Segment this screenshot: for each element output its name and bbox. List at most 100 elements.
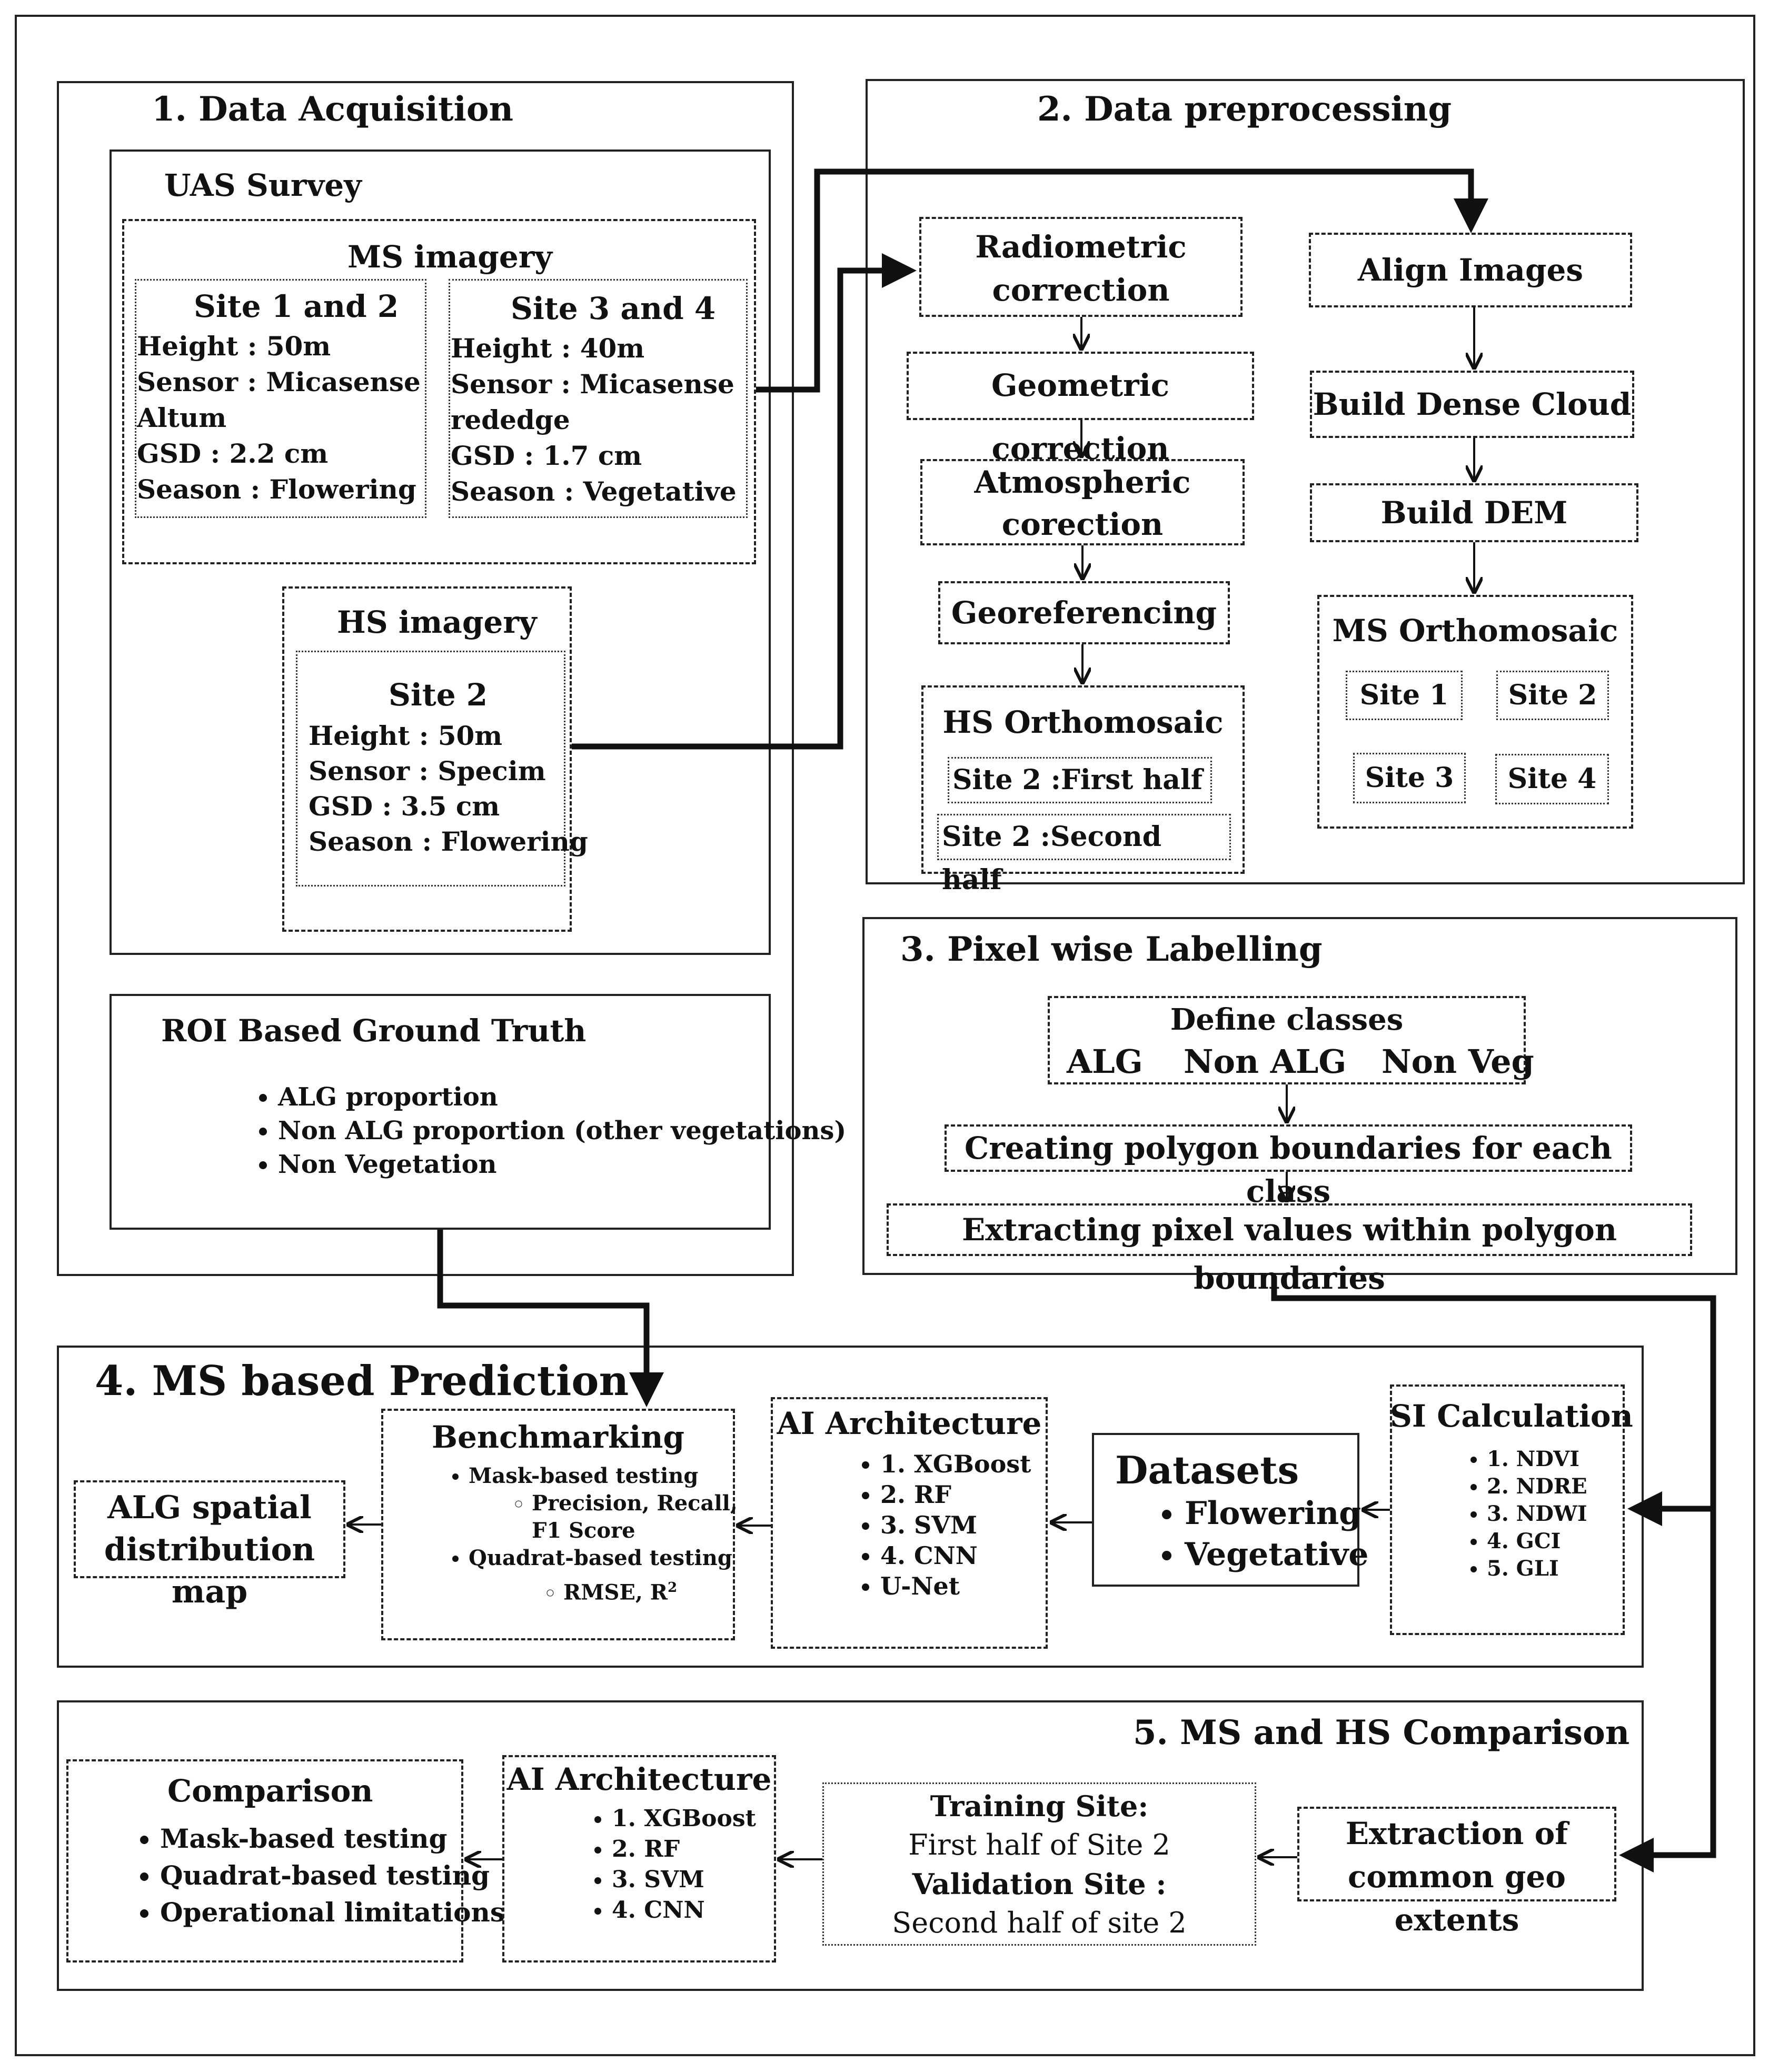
list-item: 4. CNN [880, 1540, 1031, 1571]
build-dem-box: Build DEM [1310, 483, 1638, 542]
comparison-title: Comparison [167, 1773, 373, 1809]
outer-frame [15, 15, 1755, 2056]
list-item: Operational limitations [160, 1894, 505, 1931]
site-3-4-title: Site 3 and 4 [511, 291, 716, 326]
ms-site-3-box: Site 3 [1353, 753, 1466, 803]
benchmarking-title: Benchmarking [431, 1419, 685, 1455]
bench-quad-label: Quadrat-based testing [469, 1546, 732, 1570]
si-calculation-title: SI Calculation [1390, 1398, 1633, 1434]
site-1-2-line: Height : 50m [137, 331, 331, 362]
training-validation-box [822, 1782, 1256, 1946]
alg-spatial-map-box: ALG spatial distribution map [74, 1480, 345, 1610]
alg-map-line: distribution map [104, 1531, 315, 1610]
site-1-2-line: Season : Flowering [137, 474, 416, 505]
hs-site-2-details: Height : 50m Sensor : Specim GSD : 3.5 c… [309, 718, 588, 859]
hs-site-2-box [296, 651, 565, 886]
radiometric-correction-box: Radiometric correction [919, 217, 1243, 317]
bench-quad-sub: RMSE, R [563, 1580, 668, 1605]
ai-architecture-box-4 [771, 1397, 1048, 1649]
bench-quad-sup: 2 [668, 1580, 678, 1596]
list-item: 1. NDVI [1487, 1446, 1587, 1473]
list-item: Vegetative [1185, 1534, 1368, 1575]
section-3-pixel-labelling [862, 917, 1737, 1275]
list-item: Non Vegetation [278, 1148, 846, 1181]
ms-site-2-box: Site 2 [1496, 671, 1609, 720]
atmospheric-correction-box: Atmospheric corection [920, 459, 1245, 545]
extracting-pixel-box: Extracting pixel values within polygon b… [887, 1203, 1692, 1296]
datasets-list: Flowering Vegetative [1185, 1493, 1368, 1575]
align-images-box: Align Images [1309, 233, 1632, 307]
roi-ground-truth-title: ROI Based Ground Truth [161, 1013, 587, 1049]
list-item: 1. XGBoost [612, 1804, 756, 1834]
list-item: Non ALG proportion (other vegetations) [278, 1114, 846, 1148]
site-1-2-line: Sensor : Micasense [137, 366, 421, 397]
list-item: Precision, Recall, F1 Score [532, 1490, 738, 1545]
ms-orthomosaic-box [1317, 595, 1633, 829]
validation-site-label: Validation Site : [912, 1867, 1167, 1901]
hs-orthomosaic-title: HS Orthomosaic [942, 704, 1224, 740]
roi-ground-truth-box [110, 994, 771, 1230]
list-item: Quadrat-based testing [160, 1857, 505, 1894]
hs-imagery-title: HS imagery [337, 604, 537, 640]
datasets-title: Datasets [1115, 1448, 1299, 1492]
ai-architecture-box-5 [502, 1755, 776, 1963]
georeferencing-box: Georeferencing [938, 581, 1230, 644]
training-site-label: Training Site: [930, 1789, 1149, 1823]
uas-survey-title: UAS Survey [164, 167, 362, 203]
extraction-geo-extents-box: Extraction of common geo extents [1297, 1807, 1616, 1938]
site-3-4-line: Season : Vegetative [451, 476, 737, 507]
list-item: 3. SVM [612, 1865, 756, 1895]
site-1-2-line: GSD : 2.2 cm [137, 438, 329, 469]
comparison-list: Mask-based testing Quadrat-based testing… [160, 1820, 505, 1931]
extraction-line: common geo extents [1348, 1859, 1566, 1938]
ms-site-4-box: Site 4 [1495, 754, 1609, 804]
hs-site-2-line: Height : 50m [309, 720, 503, 751]
training-site-value: First half of Site 2 [908, 1828, 1170, 1861]
list-item: Mask-based testing [160, 1820, 505, 1857]
section-1-title: 1. Data Acquisition [152, 89, 514, 129]
atmospheric-line: Atmospheric [974, 464, 1191, 500]
section-5-title: 5. MS and HS Comparison [1133, 1713, 1630, 1752]
list-item: 5. GLI [1487, 1555, 1587, 1582]
site-1-2-line: Altum [137, 402, 227, 433]
benchmarking-box [381, 1409, 735, 1640]
hs-site-2-line: GSD : 3.5 cm [309, 791, 500, 822]
list-item: Flowering [1185, 1493, 1368, 1534]
site-1-2-title: Site 1 and 2 [194, 288, 399, 324]
alg-map-line: ALG spatial [107, 1489, 312, 1526]
define-classes-title: Define classes [1170, 1002, 1404, 1037]
hs-site-2-second-half: Site 2 :Second half [937, 814, 1231, 896]
bench-mask-sub-line: Precision, Recall, [532, 1491, 738, 1516]
list-item: 1. XGBoost [880, 1449, 1031, 1479]
radiometric-line: Radiometric [975, 229, 1187, 265]
section-3-title: 3. Pixel wise Labelling [900, 930, 1323, 969]
list-item: Mask-based testing Precision, Recall, F1… [469, 1462, 738, 1545]
list-item: U-Net [880, 1571, 1031, 1601]
hs-site-2-first-half: Site 2 :First half [948, 757, 1212, 803]
creating-polygon-box: Creating polygon boundaries for each cla… [945, 1124, 1632, 1209]
site-3-4-details: Height : 40m Sensor : Micasense rededge … [451, 331, 737, 510]
section-4-title: 4. MS based Prediction [95, 1357, 629, 1405]
ai-architecture-title-4: AI Architecture [777, 1406, 1042, 1441]
list-item: 3. SVM [880, 1510, 1031, 1540]
ms-orthomosaic-title: MS Orthomosaic [1332, 613, 1618, 649]
define-classes-box [1048, 996, 1526, 1084]
comparison-box [66, 1759, 463, 1963]
ms-imagery-title: MS imagery [347, 239, 552, 275]
training-validation-text: Training Site: First half of Site 2 Vali… [822, 1787, 1256, 1942]
hs-orthomosaic-box [921, 685, 1245, 874]
site-3-4-line: Sensor : Micasense [451, 368, 734, 400]
validation-site-value: Second half of site 2 [892, 1906, 1187, 1939]
site-1-2-box [135, 279, 426, 518]
hs-site-2-line: Sensor : Specim [309, 755, 546, 786]
hs-site-2-line: Season : Flowering [309, 826, 588, 857]
benchmarking-list: Mask-based testing Precision, Recall, F1… [469, 1462, 738, 1606]
class-alg: ALG [1067, 1042, 1143, 1081]
class-non-alg: Non ALG [1184, 1042, 1347, 1081]
list-item: 2. NDRE [1487, 1473, 1587, 1500]
roi-items-list: ALG proportion Non ALG proportion (other… [278, 1080, 846, 1181]
geometric-correction-box: Geometric correction [907, 352, 1254, 466]
site-1-2-details: Height : 50m Sensor : Micasense Altum GS… [137, 328, 421, 507]
ai-architecture-list-4: 1. XGBoost 2. RF 3. SVM 4. CNN U-Net [880, 1449, 1031, 1601]
